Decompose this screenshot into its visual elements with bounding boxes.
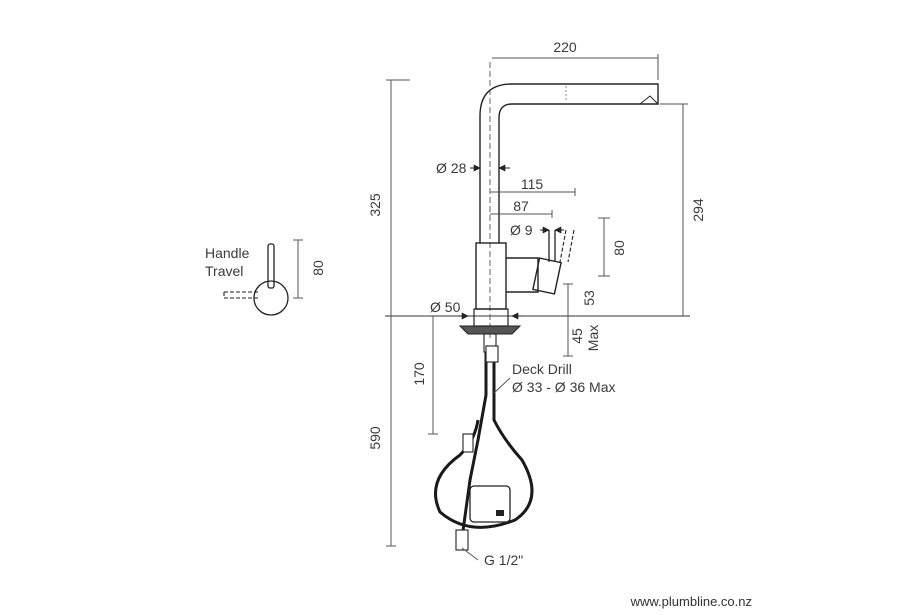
spout-outlet	[638, 95, 660, 105]
base-flange	[458, 325, 522, 335]
tap-body	[385, 62, 690, 551]
overall-height-dimension: 325	[367, 193, 383, 217]
dimension-arrows	[458, 164, 564, 320]
deck-drill-size: Ø 33 - Ø 36 Max	[512, 379, 615, 395]
handle-upright-lever	[267, 243, 275, 289]
shank-length-dimension: 170	[411, 362, 427, 386]
handle-travel-detail: Handle Travel 80	[205, 239, 326, 316]
spout-outline	[479, 83, 659, 243]
handle-travel-label-line2: Travel	[205, 263, 243, 279]
supply-hose	[460, 352, 488, 539]
website-footer: www.plumbline.co.nz	[630, 594, 752, 609]
hose-weight	[469, 485, 511, 523]
spout-reach-dimension: 220	[553, 39, 577, 55]
tap-main-body	[475, 242, 507, 310]
deck-max-suffix: Max	[585, 325, 601, 351]
lever-housing	[532, 257, 562, 295]
deck-max-value: 45	[569, 328, 585, 344]
handle-travel-lever-position	[223, 291, 258, 299]
dimension-87: 87	[513, 198, 529, 214]
body-diameter-dimension: Ø 28	[436, 160, 467, 176]
lever-height-dimension: 80	[611, 240, 627, 256]
lever-diameter-dimension: Ø 9	[510, 222, 533, 238]
handle-travel-label-line1: Handle	[205, 245, 250, 261]
handle-travel-dimension: 80	[310, 260, 326, 276]
dimension-lines	[386, 54, 688, 561]
base-diameter-dimension: Ø 50	[430, 299, 461, 315]
hose-connector-mid	[462, 433, 474, 453]
lever-offset-dimension: 53	[581, 290, 597, 306]
dimension-115: 115	[521, 176, 544, 192]
hose-length-dimension: 590	[367, 426, 383, 450]
hose-connector-top	[485, 345, 499, 363]
connector-label: G 1/2"	[484, 552, 523, 568]
handle-body-circle	[253, 280, 289, 316]
spout-height-dimension: 294	[690, 198, 706, 222]
g-half-inch-connector	[455, 529, 469, 551]
base-collar	[473, 308, 509, 327]
deck-drill-label: Deck Drill	[512, 361, 572, 377]
pullout-hose-loop	[434, 352, 534, 529]
lever-arm	[506, 257, 539, 293]
lever-open-position	[559, 229, 567, 263]
